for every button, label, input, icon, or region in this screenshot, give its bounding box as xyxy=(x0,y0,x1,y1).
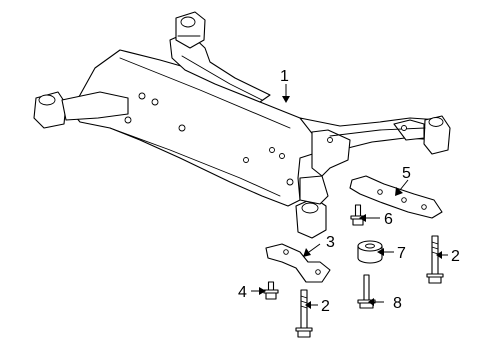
rail-hole xyxy=(286,178,294,186)
plate-hole xyxy=(401,197,407,203)
callout-1: 1 xyxy=(280,68,290,103)
bolt-bottom-head xyxy=(297,330,311,338)
stud-bolt-shank xyxy=(363,274,370,302)
mount-left-bore xyxy=(38,94,56,106)
leader-arrowhead xyxy=(436,251,442,259)
leader-line xyxy=(399,179,409,191)
leader-arrowhead xyxy=(368,298,374,306)
flange-bolt-shank xyxy=(354,204,362,218)
plate-hole xyxy=(421,204,427,210)
bracket-body xyxy=(265,243,331,283)
bolt-bottom-thread xyxy=(300,295,308,309)
callout-label: 7 xyxy=(397,245,406,262)
rail-bracket xyxy=(311,129,351,177)
plate-hole xyxy=(377,189,383,195)
callout-label: 2 xyxy=(321,298,330,315)
rail-hole xyxy=(124,116,132,124)
reinforcement-plate-body xyxy=(349,175,443,219)
callout-8: 8 xyxy=(368,295,402,312)
mount-upper-bore xyxy=(180,16,196,28)
rail-hole xyxy=(327,137,333,143)
callout-3: 3 xyxy=(303,234,335,257)
bolt-bottom xyxy=(295,289,313,338)
rail-hole xyxy=(178,124,186,132)
rail-hole xyxy=(151,98,159,106)
stud-bolt-head xyxy=(359,302,374,309)
callout-label: 1 xyxy=(280,68,289,85)
rail-lower-edge xyxy=(109,127,281,197)
flange-bolt xyxy=(350,204,366,226)
callout-label: 3 xyxy=(326,234,335,251)
right-mount-bracket xyxy=(393,119,425,141)
flange-bolt-head xyxy=(352,218,364,226)
leader-arrowhead xyxy=(282,96,290,103)
rail-hole xyxy=(138,92,146,100)
callout-2-bottom: 2 xyxy=(305,298,330,315)
callout-label: 2 xyxy=(451,248,460,265)
leader-arrowhead xyxy=(303,248,311,257)
bracket xyxy=(265,243,331,283)
small-bolt xyxy=(263,281,279,300)
callout-6: 6 xyxy=(359,211,393,228)
bolt-right-head xyxy=(428,276,442,284)
leader-arrowhead xyxy=(259,287,266,295)
callout-label: 5 xyxy=(402,165,411,182)
mount-lower-arm xyxy=(299,175,329,205)
callout-label: 8 xyxy=(393,295,402,312)
mount-right-bore xyxy=(428,117,444,127)
leader-arrowhead xyxy=(395,187,403,196)
arm-rib xyxy=(181,55,263,101)
mount-lower-bore xyxy=(301,202,319,214)
rail-inner-edge xyxy=(119,57,291,129)
leader-arrowhead xyxy=(359,214,366,222)
reinforcement-plate xyxy=(349,175,443,219)
bracket-hole xyxy=(283,249,289,255)
leader-arrowhead xyxy=(305,301,311,309)
bolt-right-thread xyxy=(431,241,439,255)
mount-right xyxy=(423,115,451,155)
rail-hole xyxy=(401,125,407,131)
small-bolt-head xyxy=(265,292,277,300)
rail-hole xyxy=(243,157,249,163)
crossmember xyxy=(33,11,451,239)
callout-4: 4 xyxy=(238,284,266,301)
rail-hole xyxy=(269,147,275,153)
left-mount-bracket xyxy=(61,91,129,121)
callout-7: 7 xyxy=(377,245,406,262)
bushing xyxy=(357,240,383,264)
rail-hole xyxy=(279,153,285,159)
callout-label: 4 xyxy=(238,284,247,301)
bracket-hole xyxy=(315,269,321,275)
callout-2-right: 2 xyxy=(436,248,460,265)
leader-arrowhead xyxy=(377,248,384,256)
callout-label: 6 xyxy=(384,211,393,228)
beam-inner-edge xyxy=(329,127,426,137)
bushing-bore xyxy=(365,243,375,249)
leader-line xyxy=(308,243,321,253)
callout-5: 5 xyxy=(395,165,411,196)
bolt-right xyxy=(426,235,444,284)
